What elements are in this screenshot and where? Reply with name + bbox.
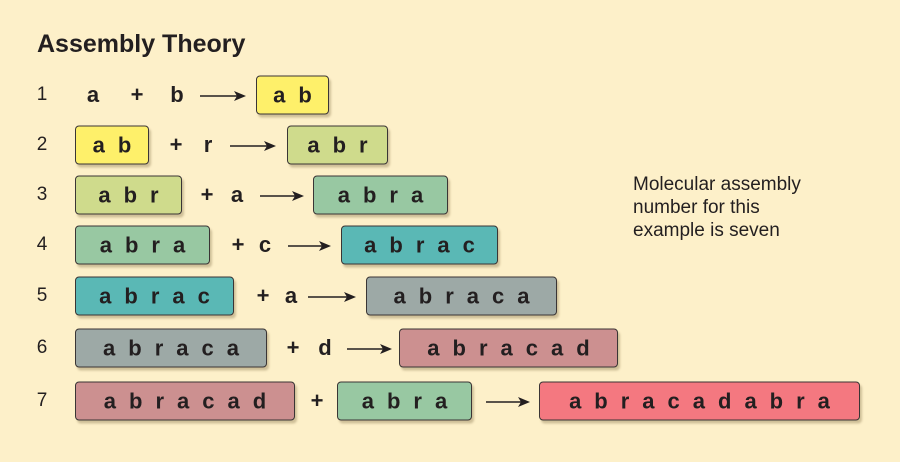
- step-number: 1: [36, 84, 48, 105]
- left-operand-box: abracad: [75, 381, 295, 421]
- right-operand-token: a: [284, 283, 298, 308]
- plus-sign: +: [231, 232, 245, 257]
- right-operand-box: abra: [337, 381, 472, 421]
- arrow-right-icon: [347, 342, 392, 354]
- result-box: abr: [287, 125, 388, 165]
- left-operand-box: abr: [75, 175, 182, 215]
- right-operand-token: a: [230, 182, 244, 207]
- step-number: 2: [36, 134, 48, 155]
- plus-sign: +: [256, 283, 270, 308]
- assembly-number-note: Molecular assembly number for this examp…: [633, 173, 853, 242]
- left-operand-box: ab: [75, 125, 149, 165]
- step-number: 4: [36, 234, 48, 255]
- plus-sign: +: [286, 335, 300, 360]
- right-operand-token: d: [318, 335, 332, 360]
- arrow-right-icon: [230, 139, 276, 151]
- step-number: 7: [36, 390, 48, 411]
- step-number: 5: [36, 285, 48, 306]
- step-number: 3: [36, 184, 48, 205]
- result-box: ab: [256, 75, 329, 115]
- result-box: abraca: [366, 276, 557, 316]
- left-operand-box: abrac: [75, 276, 234, 316]
- result-box: abra: [313, 175, 448, 215]
- right-operand-token: r: [203, 132, 213, 157]
- note-line: Molecular assembly: [633, 174, 801, 195]
- left-operand-box: abra: [75, 225, 210, 265]
- result-box: abracad: [399, 328, 618, 368]
- arrow-right-icon: [260, 189, 304, 201]
- left-operand-token: a: [86, 82, 100, 107]
- right-operand-token: b: [170, 82, 184, 107]
- step-number: 6: [36, 337, 48, 358]
- note-line: example is seven: [633, 220, 780, 241]
- plus-sign: +: [169, 132, 183, 157]
- arrow-right-icon: [200, 89, 246, 101]
- diagram-title: Assembly Theory: [37, 30, 246, 58]
- result-box: abracadabra: [539, 381, 860, 421]
- plus-sign: +: [310, 388, 324, 413]
- arrow-right-icon: [288, 239, 331, 251]
- right-operand-token: c: [258, 232, 272, 257]
- arrow-right-icon: [308, 290, 356, 302]
- plus-sign: +: [130, 82, 144, 107]
- note-line: number for this: [633, 197, 760, 218]
- result-box: abrac: [341, 225, 498, 265]
- left-operand-box: abraca: [75, 328, 267, 368]
- plus-sign: +: [200, 182, 214, 207]
- arrow-right-icon: [486, 395, 530, 407]
